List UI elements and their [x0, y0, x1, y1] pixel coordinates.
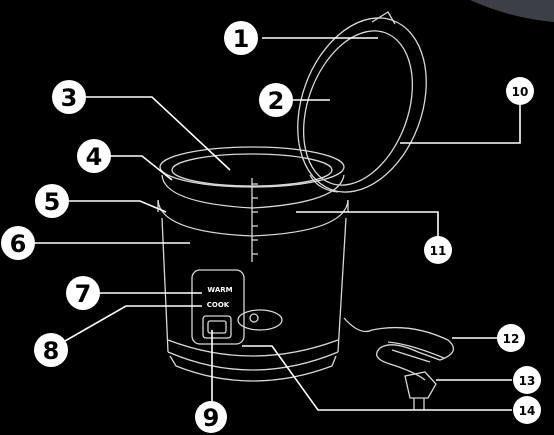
cook-label: COOK	[207, 301, 230, 309]
power-plug	[404, 371, 437, 410]
callout-10: 10	[506, 77, 534, 105]
power-cord	[371, 326, 455, 381]
leader-10	[400, 105, 521, 144]
corner-shape	[470, 0, 554, 22]
callout-badge	[1, 226, 35, 260]
callout-badge	[259, 83, 293, 117]
callout-badge	[513, 396, 541, 424]
lid-inner-panel	[302, 30, 414, 186]
cook-switch-inner	[207, 320, 227, 334]
cooker-body: WARM COOK	[157, 146, 373, 382]
leader-5	[69, 200, 167, 213]
leader-3	[86, 96, 231, 171]
body-side-left	[161, 217, 169, 353]
lid	[297, 11, 427, 193]
control-panel	[191, 269, 245, 345]
callout-12: 12	[497, 324, 525, 352]
callout-2: 2	[259, 83, 293, 117]
callout-4: 4	[77, 139, 111, 173]
callout-badge	[66, 276, 100, 310]
callout-number: 12	[503, 332, 520, 346]
callout-number: 5	[44, 188, 61, 216]
callout-badge	[513, 366, 541, 394]
leader-lines	[33, 37, 521, 411]
callout-number: 1	[233, 25, 250, 53]
body-base	[167, 351, 339, 371]
cook-switch[interactable]	[202, 315, 232, 339]
callout-6: 6	[1, 226, 35, 260]
callout-number: 8	[43, 337, 60, 365]
outer-rim	[157, 199, 349, 237]
vent-knob	[249, 313, 259, 323]
callout-badge	[35, 184, 69, 218]
callout-3: 3	[52, 80, 86, 114]
cord	[371, 326, 455, 381]
callout-5: 5	[35, 184, 69, 218]
callout-badge	[506, 77, 534, 105]
callout-number: 9	[203, 404, 220, 432]
callout-11: 11	[424, 236, 452, 264]
callout-badge	[195, 401, 227, 433]
callout-number: 2	[268, 87, 285, 115]
callout-14: 14	[513, 396, 541, 424]
outer-rim-side	[157, 200, 349, 212]
callout-badge	[224, 21, 258, 55]
vent-recess	[237, 309, 283, 331]
body-foot	[169, 355, 337, 382]
leader-11	[296, 211, 439, 240]
cord-coil	[387, 341, 445, 363]
callout-badge	[52, 80, 86, 114]
leader-8	[64, 305, 202, 342]
callout-7: 7	[66, 276, 100, 310]
lid-handle	[371, 11, 396, 25]
callout-number: 13	[519, 374, 536, 388]
callout-9: 9	[195, 401, 227, 433]
callout-8: 8	[34, 333, 68, 367]
leader-14	[242, 345, 512, 411]
lid-outer-rim	[297, 17, 427, 193]
callout-number: 14	[519, 404, 536, 418]
callout-number: 4	[86, 143, 103, 171]
leader-4	[111, 155, 173, 181]
callout-badge	[497, 324, 525, 352]
callout-number: 6	[10, 230, 27, 258]
callout-badge	[34, 333, 68, 367]
callout-number: 11	[430, 244, 447, 258]
callout-number: 7	[75, 280, 92, 308]
callout-13: 13	[513, 366, 541, 394]
lid-hinge	[309, 174, 339, 193]
body-base-top	[167, 339, 339, 357]
callout-badge	[424, 236, 452, 264]
callout-number: 10	[512, 85, 529, 99]
plug-body	[404, 371, 437, 399]
warm-label: WARM	[207, 286, 232, 294]
cord-outlet	[343, 317, 373, 333]
callout-1: 1	[224, 21, 258, 55]
callout-badge	[77, 139, 111, 173]
body-side-right	[337, 217, 347, 353]
callout-number: 3	[61, 84, 78, 112]
